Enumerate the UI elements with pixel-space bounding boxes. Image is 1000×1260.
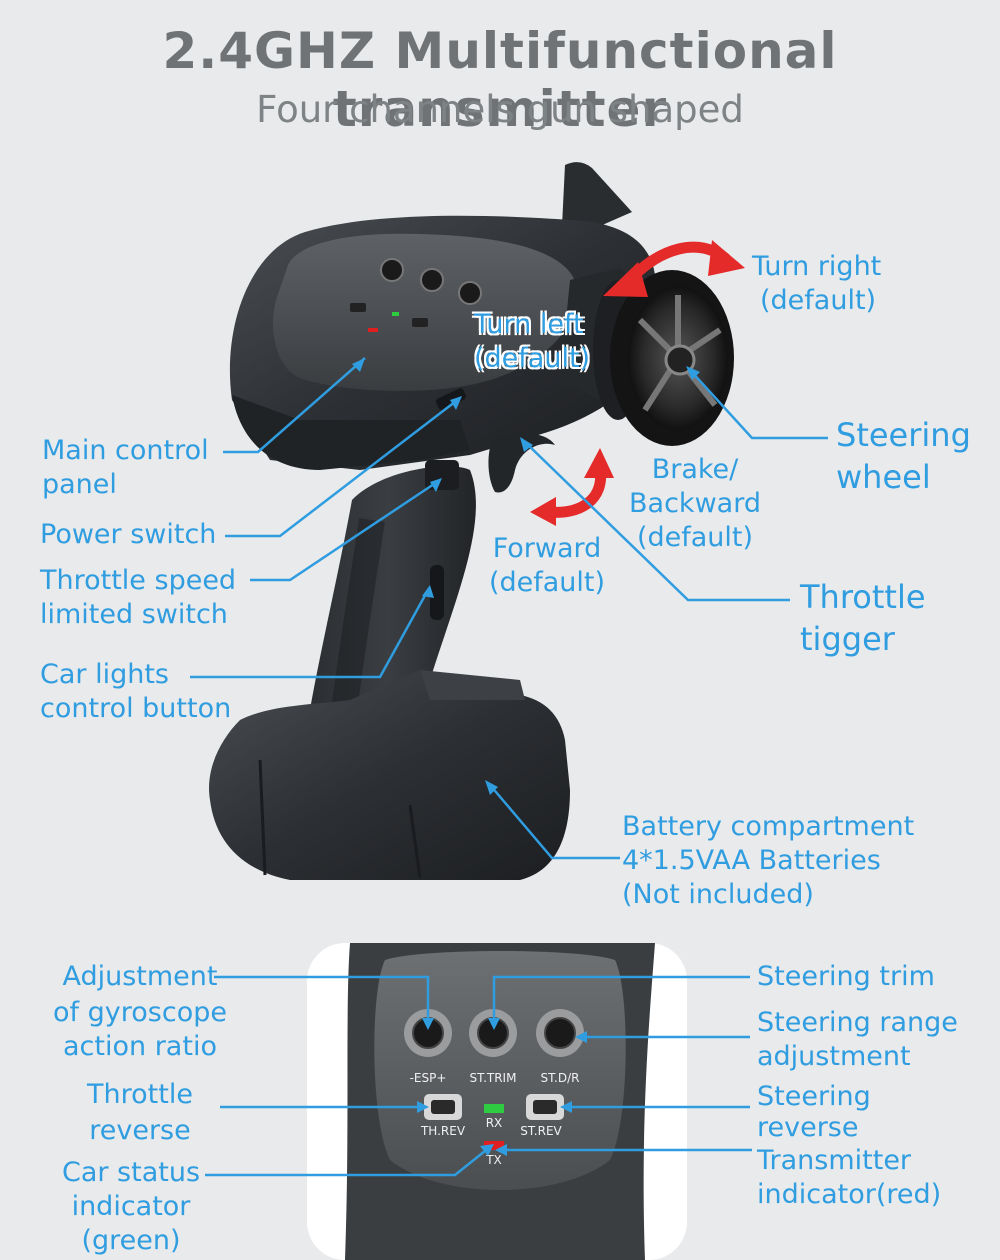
label-main-control-panel: Main control panel (42, 434, 209, 502)
label-gyro-line3: action ratio (63, 1031, 217, 1062)
label-battery-line3: (Not included) (622, 879, 814, 910)
label-gyroscope-adjustment: Adjustment of gyroscope action ratio (44, 960, 236, 1064)
label-car-status-line2: indicator (71, 1191, 191, 1222)
knob-2-marking: ST.TRIM (470, 1071, 517, 1085)
label-throttle-reverse: Throttle reverse (70, 1078, 210, 1148)
label-brake-backward: Brake/ Backward (default) (622, 453, 768, 555)
knob-esp (404, 1009, 452, 1057)
steering-wheel-graphic (593, 270, 734, 446)
rx-led (484, 1104, 504, 1113)
label-main-control-line1: Main control (42, 435, 209, 466)
label-tx-indicator-line1: Transmitter (757, 1145, 912, 1176)
label-steering-trim-text: Steering trim (757, 961, 935, 992)
label-forward: Forward (default) (484, 532, 610, 600)
label-brake-line1: Brake/ (651, 454, 739, 485)
label-forward-line1: Forward (492, 533, 602, 564)
label-power-switch: Power switch (40, 518, 216, 552)
label-steering-wheel-line1: Steering (836, 416, 971, 454)
label-turn-left: Turn left (default) (474, 308, 590, 376)
label-main-control-line2: panel (42, 469, 117, 500)
label-turn-right: Turn right (default) (752, 250, 881, 318)
label-transmitter-indicator: Transmitter indicator(red) (757, 1144, 941, 1212)
label-car-lights-line2: control button (40, 693, 232, 724)
label-throttle-trigger-line1: Throttle (800, 578, 926, 616)
label-st-rev-line2: reverse (757, 1112, 859, 1143)
switch-1-marking: TH.REV (420, 1124, 466, 1138)
switch-2-marking: ST.REV (520, 1124, 562, 1138)
label-steering-range-line2: adjustment (757, 1041, 911, 1072)
label-steering-range-line1: Steering range (757, 1007, 958, 1038)
label-tx-indicator-line2: indicator(red) (757, 1179, 942, 1210)
tx-led (484, 1141, 504, 1150)
knob-st-trim (469, 1009, 517, 1057)
label-power-switch-text: Power switch (40, 519, 217, 550)
label-steering-trim: Steering trim (757, 960, 935, 994)
label-st-rev-line1: Steering (757, 1081, 871, 1112)
label-steering-wheel-line2: wheel (836, 458, 931, 496)
transmitter-body (209, 162, 734, 880)
panel-zoom-frame: -ESP+ ST.TRIM ST.D/R TH.REV ST.REV RX TX (307, 943, 687, 1260)
steering-direction-arrows (603, 240, 745, 297)
knob-1-marking: -ESP+ (410, 1071, 447, 1085)
label-throttle-speed-switch: Throttle speed limited switch (40, 564, 236, 632)
label-gyro-line1: Adjustment (62, 961, 218, 992)
label-throttle-trigger: Throttle tigger (800, 576, 926, 660)
label-steering-reverse: Steering reverse (757, 1080, 871, 1145)
label-throttle-speed-line2: limited switch (40, 599, 228, 630)
callout-arrowheads (352, 358, 700, 1156)
label-battery-line2: 4*1.5VAA Batteries (622, 845, 881, 876)
rx-marking: RX (486, 1116, 503, 1130)
label-th-rev-line1: Throttle (87, 1079, 193, 1110)
label-steering-wheel: Steering wheel (836, 414, 971, 498)
tx-marking: TX (485, 1153, 502, 1167)
label-th-rev-line2: reverse (89, 1115, 191, 1146)
label-car-status-line3: (green) (81, 1225, 181, 1256)
label-car-lights-button: Car lights control button (40, 658, 231, 726)
label-battery-line1: Battery compartment (622, 811, 915, 842)
label-forward-line2: (default) (488, 567, 606, 598)
knob-3-marking: ST.D/R (541, 1071, 580, 1085)
label-turn-right-line1: Turn right (752, 251, 882, 282)
label-gyro-line2: of gyroscope (53, 997, 227, 1028)
page-title: 2.4GHZ Multifunctional transmitter (162, 22, 838, 138)
label-brake-line2: Backward (629, 488, 761, 519)
label-turn-left-line2: (default) (474, 343, 591, 374)
label-throttle-speed-line1: Throttle speed (40, 565, 237, 596)
label-battery-compartment: Battery compartment 4*1.5VAA Batteries (… (622, 810, 914, 912)
callout-lines-panel (205, 975, 752, 1177)
callout-lines-main (190, 357, 828, 860)
label-car-status-line1: Car status (61, 1157, 201, 1188)
page-subtitle: Four channels gun shaped (256, 88, 744, 131)
knob-st-dr (536, 1009, 584, 1057)
label-car-lights-line1: Car lights (40, 659, 169, 690)
label-car-status-indicator: Car status indicator (green) (52, 1156, 210, 1258)
label-throttle-trigger-line2: tigger (800, 620, 895, 658)
label-steering-range: Steering range adjustment (757, 1006, 958, 1074)
label-turn-right-line2: (default) (760, 285, 877, 316)
label-brake-line3: (default) (636, 522, 754, 553)
label-turn-left-line1: Turn left (474, 309, 584, 340)
